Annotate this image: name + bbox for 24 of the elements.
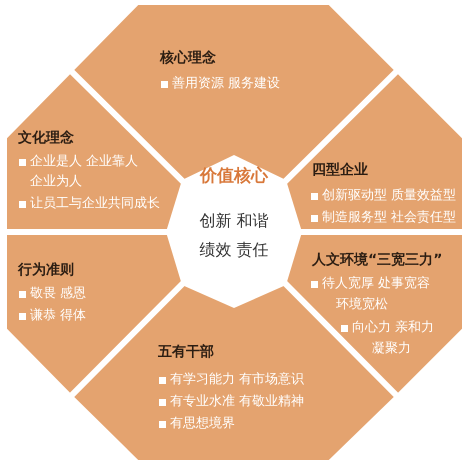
segment-heading: 行为准则 [18, 261, 74, 280]
bullet-text: 企业是人 企业靠人 [30, 153, 138, 171]
segment-heading: 五有干部 [158, 342, 214, 362]
core-values-text: 创新 和谐 [198, 210, 270, 232]
bullet-text: 有专业水准 有敬业精神 [170, 393, 304, 411]
bullet-text: 让员工与企业共同成长 [30, 195, 160, 213]
bullet-text: 有学习能力 有市场意识 [170, 371, 304, 389]
bullet-text: 善用资源 服务建设 [172, 75, 280, 93]
bullet-text: 向心力 亲和力 [352, 319, 434, 337]
bullet-text: 制造服务型 社会责任型 [322, 209, 456, 227]
bullet-text: 凝聚力 [372, 340, 411, 358]
bullet-text: 创新驱动型 质量效益型 [322, 187, 456, 205]
core-title: 价值核心 [198, 166, 270, 186]
segment-heading: 四型企业 [312, 161, 368, 180]
bullet-text: 有思想境界 [170, 415, 235, 433]
bullet-text: 谦恭 得体 [30, 307, 86, 325]
bullet-text: 环境宽松 [336, 296, 388, 314]
segment-heading: 人文环境“三宽三力” [312, 250, 442, 270]
bullet-text: 敬畏 感恩 [30, 285, 86, 303]
segment-heading: 文化理念 [18, 129, 74, 148]
segment-heading: 核心理念 [160, 48, 216, 68]
bullet-text: 企业为人 [30, 173, 82, 191]
core-values-text: 绩效 责任 [198, 239, 270, 261]
bullet-text: 待人宽厚 处事宽容 [322, 275, 430, 293]
